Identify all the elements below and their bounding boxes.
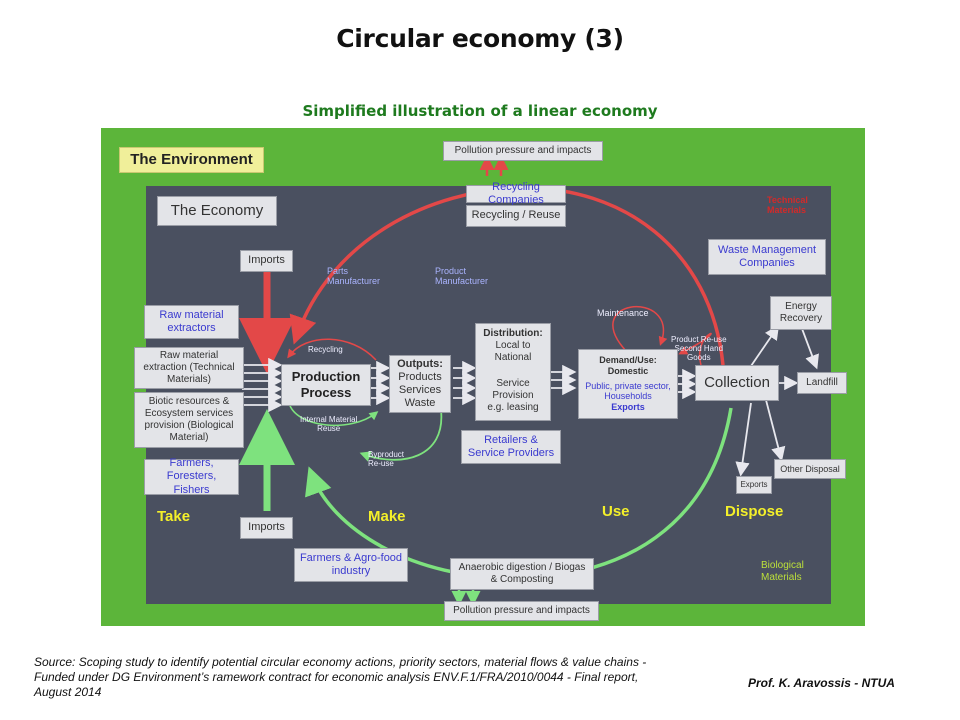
production-process-box: Production Process [281,364,371,406]
demand-exports: Exports [611,402,645,413]
raw-material-extractors-box: Raw material extractors [144,305,239,339]
outputs-title: Outputs: [397,357,443,370]
maintenance-loop [612,305,668,357]
internal-reuse-label: Internal Material Reuse [300,415,358,434]
retailers-box: Retailers & Service Providers [461,430,561,464]
take-label: Take [157,508,191,525]
environment-label: The Environment [119,147,264,173]
diagram-subtitle: Simplified illustration of a linear econ… [302,102,658,120]
economy-label: The Economy [157,196,277,226]
demand-title: Demand/Use: [599,355,657,365]
dispose-label: Dispose [725,503,784,520]
recycling-reuse-box: Recycling / Reuse [466,205,566,227]
demand-use-box: Demand/Use: Domestic Public, private sec… [578,349,678,419]
demand-domestic: Domestic [607,365,649,376]
source-citation: Source: Scoping study to identify potent… [34,655,647,699]
green-byproduct-arc [359,409,443,462]
pollution-top-box: Pollution pressure and impacts [443,141,603,161]
landfill-box: Landfill [797,372,847,394]
product-reuse-label: Product Re-use Second Hand Goods [671,335,727,363]
distribution-items: Local to National [494,340,532,363]
distribution-box: Distribution: Local to National Service … [475,323,551,421]
imports-top-box: Imports [240,250,293,272]
maintenance-label: Maintenance [597,308,649,318]
author-credit: Prof. K. Aravossis - NTUA [748,676,895,690]
service-provision: Service Provision e.g. leasing [487,378,539,413]
product-manufacturer-label: Product Manufacturer [435,266,489,287]
exports-box: Exports [736,476,772,494]
anaerobic-box: Anaerobic digestion / Biogas & Compostin… [450,558,594,590]
outputs-items: Products Services Waste [398,370,442,410]
recycling-companies-box: Recycling Companies [466,181,566,206]
outputs-box: Outputs: Products Services Waste [389,355,451,413]
pollution-bottom-box: Pollution pressure and impacts [444,601,599,621]
other-disposal-box: Other Disposal [774,459,846,479]
recycling-small-label: Recycling [308,345,343,354]
demand-public: Public, private sector, Households [585,380,671,402]
collection-box: Collection [695,365,779,401]
biotic-resources-box: Biotic resources & Ecosystem services pr… [134,392,244,448]
imports-bottom-box: Imports [240,517,293,539]
parts-manufacturer-label: Parts Manufacturer [327,266,381,287]
make-label: Make [368,508,406,525]
biological-materials-label: Biological Materials [761,560,804,583]
product-reuse-loop [678,332,712,366]
technical-materials-label: Technical Materials [767,195,808,216]
distribution-title: Distribution: [483,328,543,339]
energy-recovery-box: Energy Recovery [770,296,832,330]
farmers-foresters-box: Farmers, Foresters, Fishers [144,457,239,496]
farmers-agro-box: Farmers & Agro-food industry [294,548,408,582]
byproduct-reuse-label: Byproduct Re-use [368,450,405,469]
waste-management-box: Waste Management Companies [708,239,826,275]
slide-title: Circular economy (3) [336,24,624,53]
red-small-loop [287,338,377,361]
linear-economy-diagram: The Environment The Economy Pollution pr… [101,128,865,626]
use-label: Use [602,503,630,520]
raw-material-extraction-box: Raw material extraction (Technical Mater… [134,347,244,389]
